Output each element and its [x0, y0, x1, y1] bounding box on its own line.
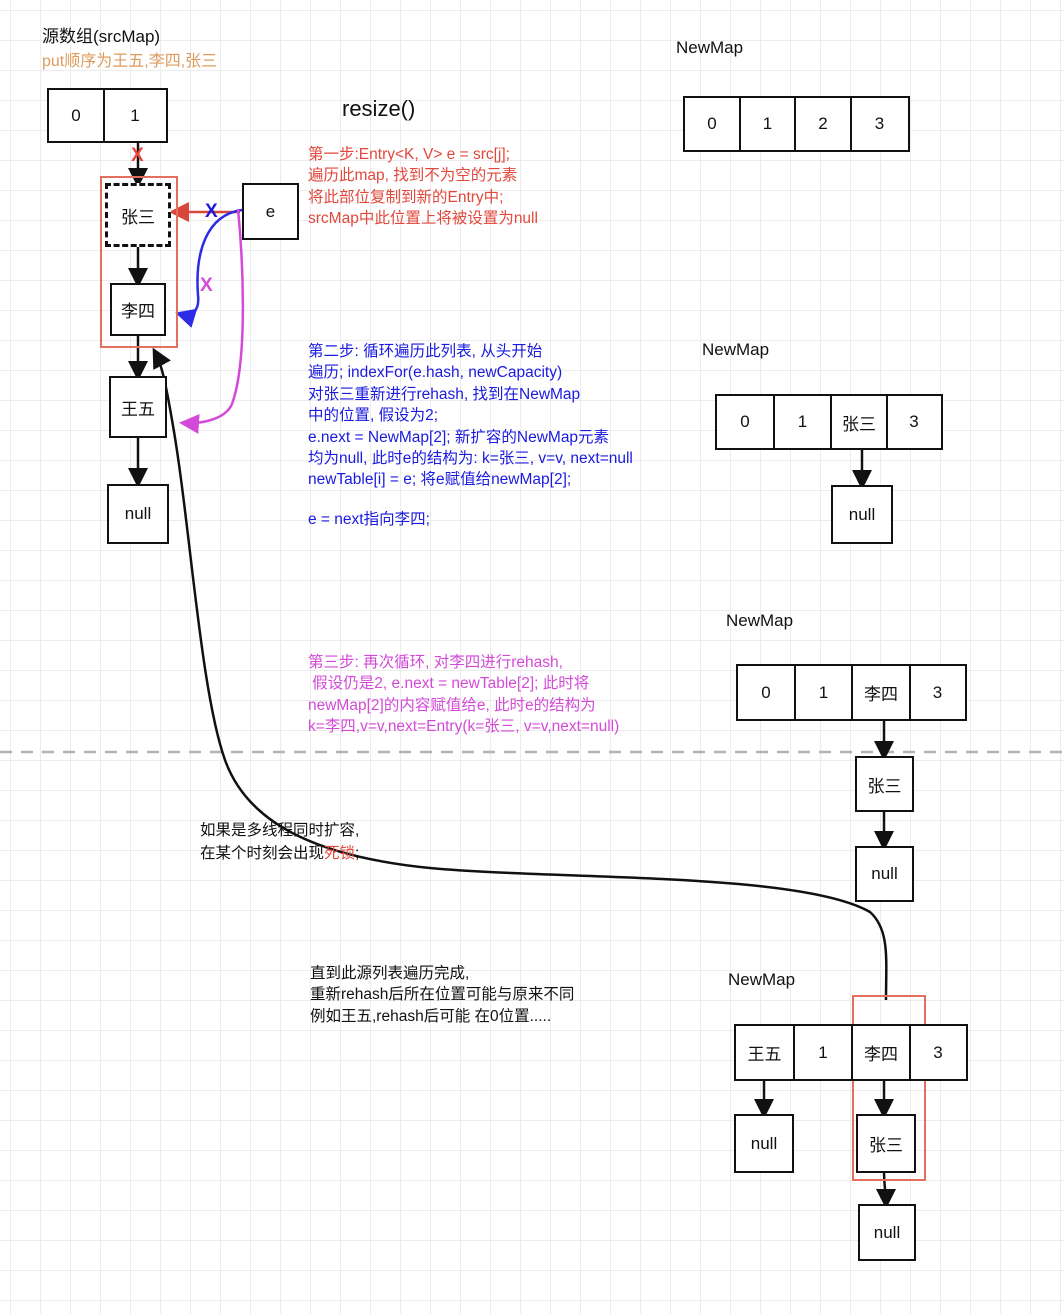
node-null-src[interactable]: null: [107, 484, 169, 544]
put-order-note: put顺序为王五,李四,张三: [42, 53, 218, 70]
srcmap-caption: 源数组(srcMap): [42, 27, 161, 46]
newmap-4-node-null-left[interactable]: null: [734, 1114, 794, 1173]
srcmap-array: 0 1: [47, 88, 168, 143]
newmap-1-caption: NewMap: [676, 38, 744, 57]
newmap-1-cell-2[interactable]: 2: [794, 96, 852, 152]
newmap-3-cell-0[interactable]: 0: [736, 664, 796, 721]
srcmap-highlight-frame: [100, 176, 178, 348]
newmap-4-node-zhangsan[interactable]: 张三: [856, 1114, 916, 1173]
newmap-3-node-zhangsan[interactable]: 张三: [855, 756, 914, 812]
newmap-2-cell-3[interactable]: 3: [885, 394, 943, 450]
x-mark-magenta: X: [200, 275, 213, 296]
newmap-3-cell-3[interactable]: 3: [908, 664, 967, 721]
newmap-2-cell-2[interactable]: 张三: [830, 394, 888, 450]
x-mark-red: X: [131, 145, 144, 166]
newmap-3-array: 0 1 李四 3: [736, 664, 967, 721]
deadlock-keyword: 死锁: [324, 845, 356, 862]
newmap-4-cell-1[interactable]: 1: [792, 1024, 854, 1081]
newmap-4-cell-2[interactable]: 李四: [851, 1024, 911, 1081]
node-e-pointer[interactable]: e: [242, 183, 299, 240]
newmap-2-caption: NewMap: [702, 340, 770, 359]
newmap-2-node-null[interactable]: null: [831, 485, 893, 544]
note-deadlock-line2: 在某个时刻会出现死锁;: [200, 843, 359, 864]
newmap-4-caption: NewMap: [728, 970, 796, 989]
newmap-4-cell-3[interactable]: 3: [908, 1024, 968, 1081]
newmap-4-node-null[interactable]: null: [858, 1204, 916, 1261]
newmap-3-caption: NewMap: [726, 611, 794, 630]
newmap-2-cell-0[interactable]: 0: [715, 394, 775, 450]
newmap-1-array: 0 1 2 3: [683, 96, 910, 152]
note-step3: 第三步: 再次循环, 对李四进行rehash, 假设仍是2, e.next = …: [308, 654, 620, 736]
node-wangwu-src[interactable]: 王五: [109, 376, 167, 438]
newmap-3-cell-2[interactable]: 李四: [851, 664, 911, 721]
newmap-1-cell-0[interactable]: 0: [683, 96, 741, 152]
page-title: resize(): [342, 96, 416, 121]
x-mark-blue: X: [205, 201, 218, 222]
node-lisi-src[interactable]: 李四: [110, 283, 166, 336]
newmap-3-node-null[interactable]: null: [855, 846, 914, 902]
newmap-4-array: 王五 1 李四 3: [734, 1024, 968, 1081]
newmap-3-cell-1[interactable]: 1: [793, 664, 854, 721]
newmap-2-cell-1[interactable]: 1: [772, 394, 833, 450]
deadlock-text-post: ;: [355, 845, 360, 862]
note-deadlock-line1: 如果是多线程同时扩容,: [200, 822, 360, 839]
newmap-4-highlight-frame: [852, 995, 926, 1181]
newmap-4-cell-0[interactable]: 王五: [734, 1024, 795, 1081]
newmap-2-array: 0 1 张三 3: [715, 394, 943, 450]
srcmap-cell-1[interactable]: 1: [102, 88, 168, 143]
srcmap-cell-0[interactable]: 0: [47, 88, 105, 143]
deadlock-text-pre: 在某个时刻会出现: [200, 845, 325, 862]
note-step2b: e = next指向李四;: [308, 511, 430, 528]
note-step2: 第二步: 循环遍历此列表, 从头开始 遍历; indexFor(e.hash, …: [308, 343, 633, 489]
newmap-1-cell-1[interactable]: 1: [738, 96, 797, 152]
newmap-1-cell-3[interactable]: 3: [849, 96, 910, 152]
note-final: 直到此源列表遍历完成, 重新rehash后所在位置可能与原来不同 例如王五,re…: [310, 965, 575, 1025]
note-step1: 第一步:Entry<K, V> e = src[j]; 遍历此map, 找到不为…: [308, 146, 538, 228]
node-zhangsan-src[interactable]: 张三: [105, 183, 171, 247]
